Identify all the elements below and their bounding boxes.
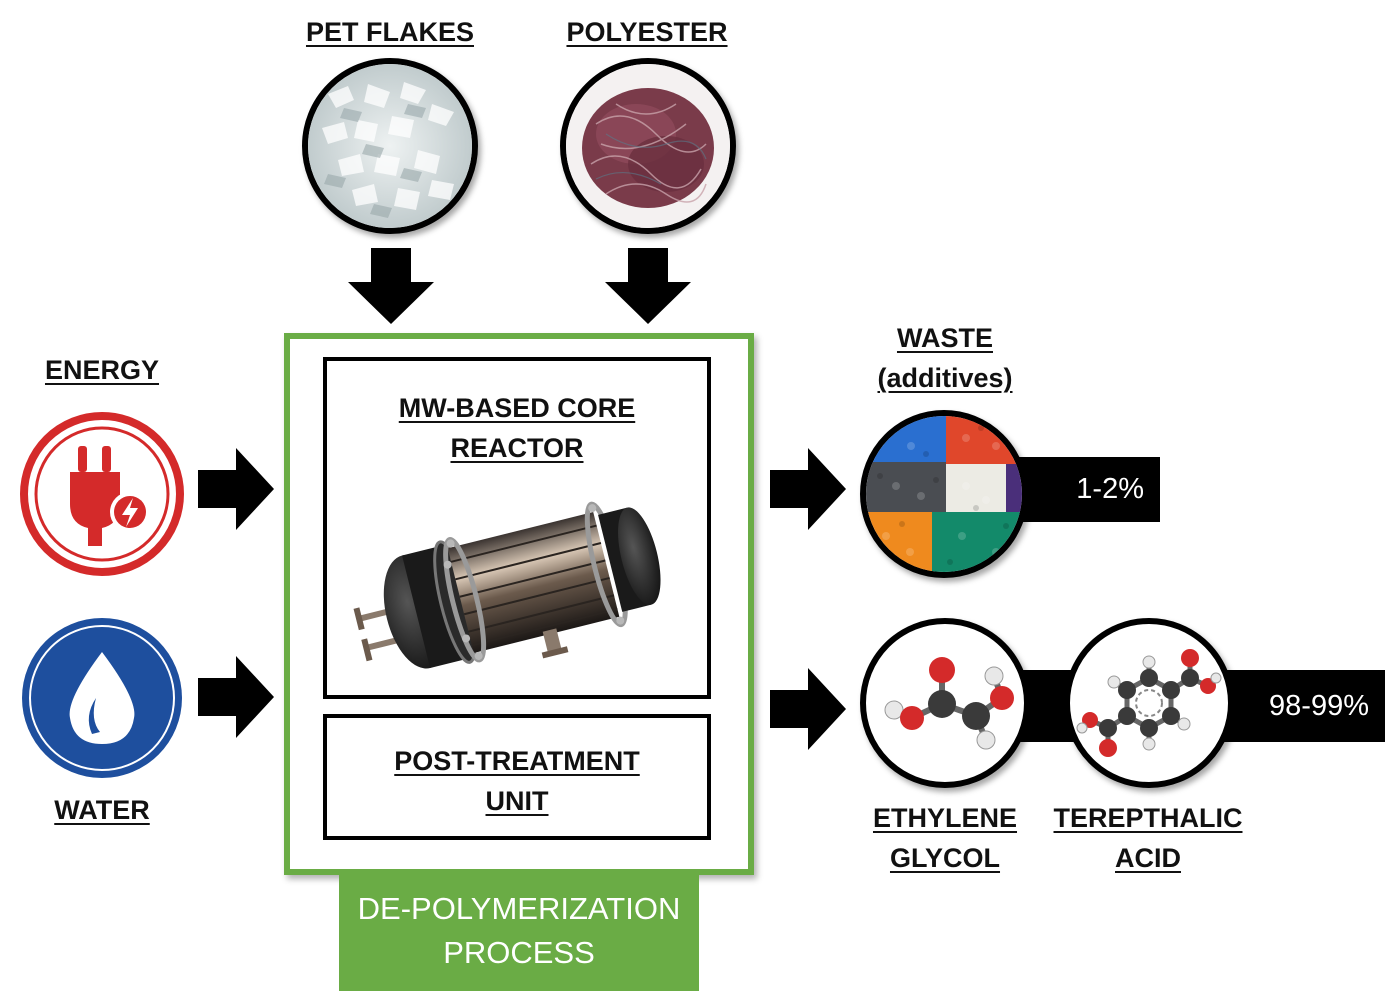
core-reactor-label-line1: MW-BASED CORE [398,393,636,423]
waste-label-line2: (additives) [877,363,1013,393]
waste-percent: 1-2% [1076,473,1144,505]
ethylene-glycol-label-line2: GLYCOL [889,843,1001,873]
pet-flakes-label: PET FLAKES [305,17,474,47]
process-label-line1: DE-POLYMERIZATION [357,891,681,926]
water-arrow-icon [198,656,274,738]
energy-arrow-icon [198,448,274,530]
reactor-image [348,476,688,672]
terephthalic-acid-label-line1: TEREPTHALIC [1053,803,1243,833]
water-drop-icon [20,616,184,780]
polyester-down-arrow-icon [605,248,691,324]
water-label: WATER [54,795,150,825]
polyester-label: POLYESTER [566,17,728,47]
pet-flakes-image [302,58,478,234]
products-percent: 98-99% [1269,689,1369,722]
products-arrow-icon [770,668,846,750]
post-treatment-box [323,714,711,840]
terephthalic-acid-molecule-image [1064,618,1234,788]
ethylene-glycol-label-line1: ETHYLENE [872,803,1018,833]
waste-label-line1: WASTE [896,323,993,353]
ethylene-glycol-molecule-image [860,618,1030,788]
terephthalic-acid-label-line2: ACID [1115,843,1181,873]
process-label-line2: PROCESS [443,935,595,970]
core-reactor-label-line2: REACTOR [450,433,584,463]
energy-label: ENERGY [44,355,160,385]
waste-arrow-icon [770,448,846,530]
waste-pellets-image [860,410,1028,578]
post-treatment-label-line2: UNIT [485,786,549,816]
process-label-box: DE-POLYMERIZATION PROCESS [339,875,699,991]
plug-lightning-icon [20,412,184,576]
post-treatment-label-line1: POST-TREATMENT [394,746,640,776]
pet-flakes-down-arrow-icon [348,248,434,324]
polyester-image [560,58,736,234]
